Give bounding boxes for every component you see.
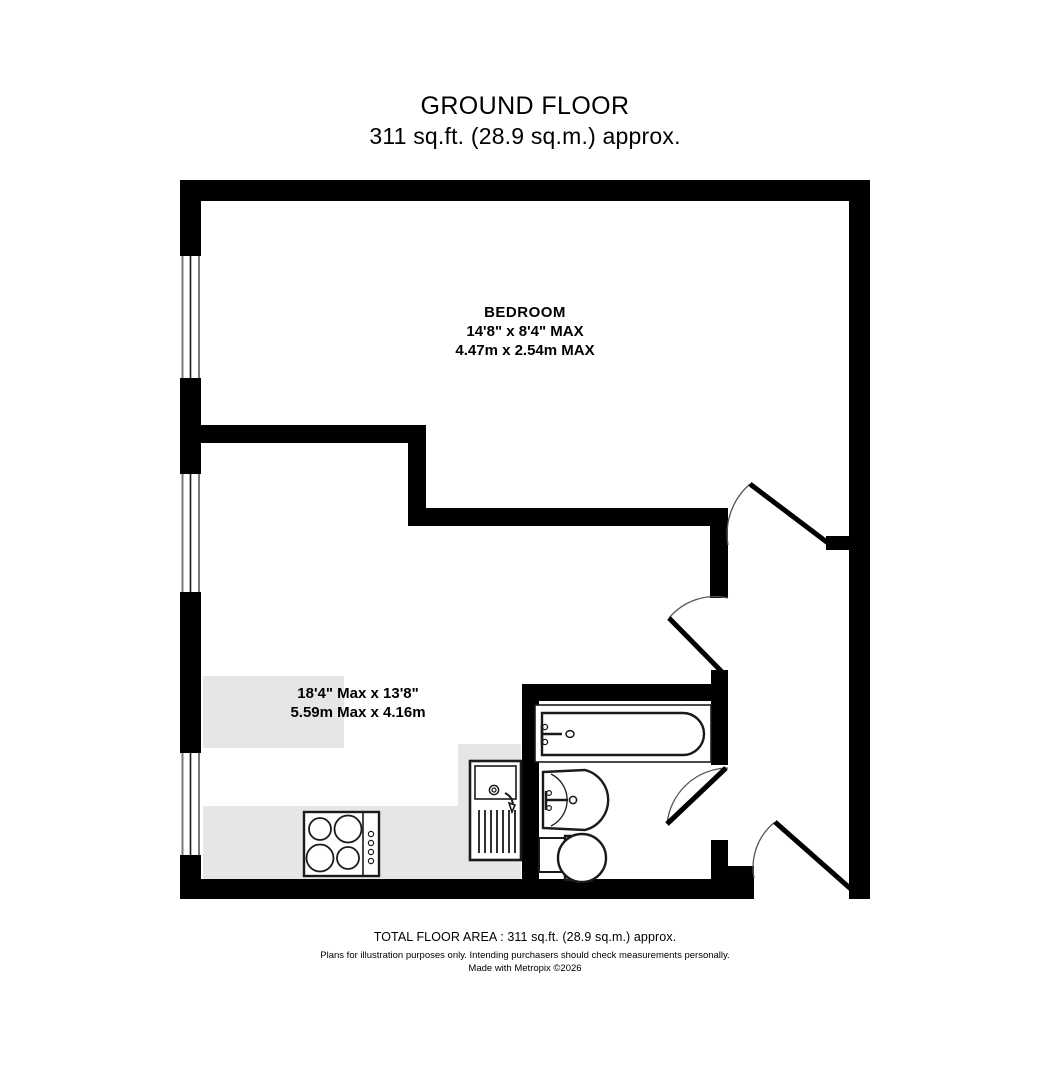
bedroom-dimensions-imperial: 14'8" x 8'4" MAX: [466, 323, 584, 341]
washbasin-icon: [541, 768, 610, 832]
window-left-lower: [180, 753, 201, 855]
wall-jamb-entrance: [728, 866, 754, 899]
bedroom-label: BEDROOM 14'8" x 8'4" MAX 4.47m x 2.54m M…: [385, 303, 665, 361]
bath-icon: [534, 704, 712, 763]
windows-group: [180, 256, 201, 855]
window-left-upper: [180, 256, 201, 378]
bedroom-dimensions-metric: 4.47m x 2.54m MAX: [455, 342, 595, 360]
doors-group: [665, 482, 854, 892]
kitchen-fixtures-group: [302, 759, 523, 878]
total-floor-area: TOTAL FLOOR AREA : 311 sq.ft. (28.9 sq.m…: [373, 930, 677, 944]
sink-icon: [468, 759, 523, 862]
counter-shade-upper: [203, 676, 344, 748]
wall-top-exterior: [180, 180, 870, 201]
floor-area: 311 sq.ft. (28.9 sq.m.) approx.: [369, 123, 681, 149]
wall-left-exterior-a: [180, 180, 201, 256]
living-dimensions-metric: 5.59m Max x 4.16m: [290, 704, 426, 722]
wall-jamb-right-upper: [826, 536, 850, 550]
bathroom-fixtures-group: [534, 704, 712, 884]
footer: TOTAL FLOOR AREA : 311 sq.ft. (28.9 sq.m…: [0, 930, 1050, 976]
wall-bathroom-right-lower: [711, 840, 728, 885]
disclaimer-line-1: Plans for illustration purposes only. In…: [320, 950, 730, 961]
wall-bathroom-right-upper: [711, 670, 728, 765]
wall-left-exterior-c: [180, 592, 201, 753]
window-left-middle: [180, 474, 201, 592]
wall-right-exterior: [849, 180, 870, 899]
wall-hall-partition-horizontal: [408, 508, 728, 526]
wall-bathroom-top: [522, 684, 728, 701]
wall-left-exterior-b: [180, 378, 201, 474]
floor-title: GROUND FLOOR: [420, 92, 630, 120]
hob-icon: [302, 810, 381, 878]
page-title: GROUND FLOOR 311 sq.ft. (28.9 sq.m.) app…: [0, 92, 1050, 150]
bedroom-name: BEDROOM: [484, 304, 566, 321]
door-bedroom: [726, 482, 830, 546]
living-kitchen-label: 18'4" Max x 13'8" 5.59m Max x 4.16m: [228, 684, 488, 722]
door-hall: [667, 595, 729, 674]
walls-group: [180, 180, 870, 899]
wall-bottom-exterior: [180, 879, 750, 899]
wall-hall-partition-vertical: [710, 508, 728, 598]
door-bathroom: [665, 766, 729, 826]
door-entrance: [752, 820, 854, 892]
wall-bedroom-partition-vertical: [408, 425, 426, 525]
living-dimensions-imperial: 18'4" Max x 13'8": [297, 685, 419, 702]
disclaimer-line-2: Made with Metropix ©2026: [468, 962, 582, 974]
wall-bedroom-partition-horizontal: [201, 425, 420, 443]
toilet-icon: [538, 832, 608, 884]
